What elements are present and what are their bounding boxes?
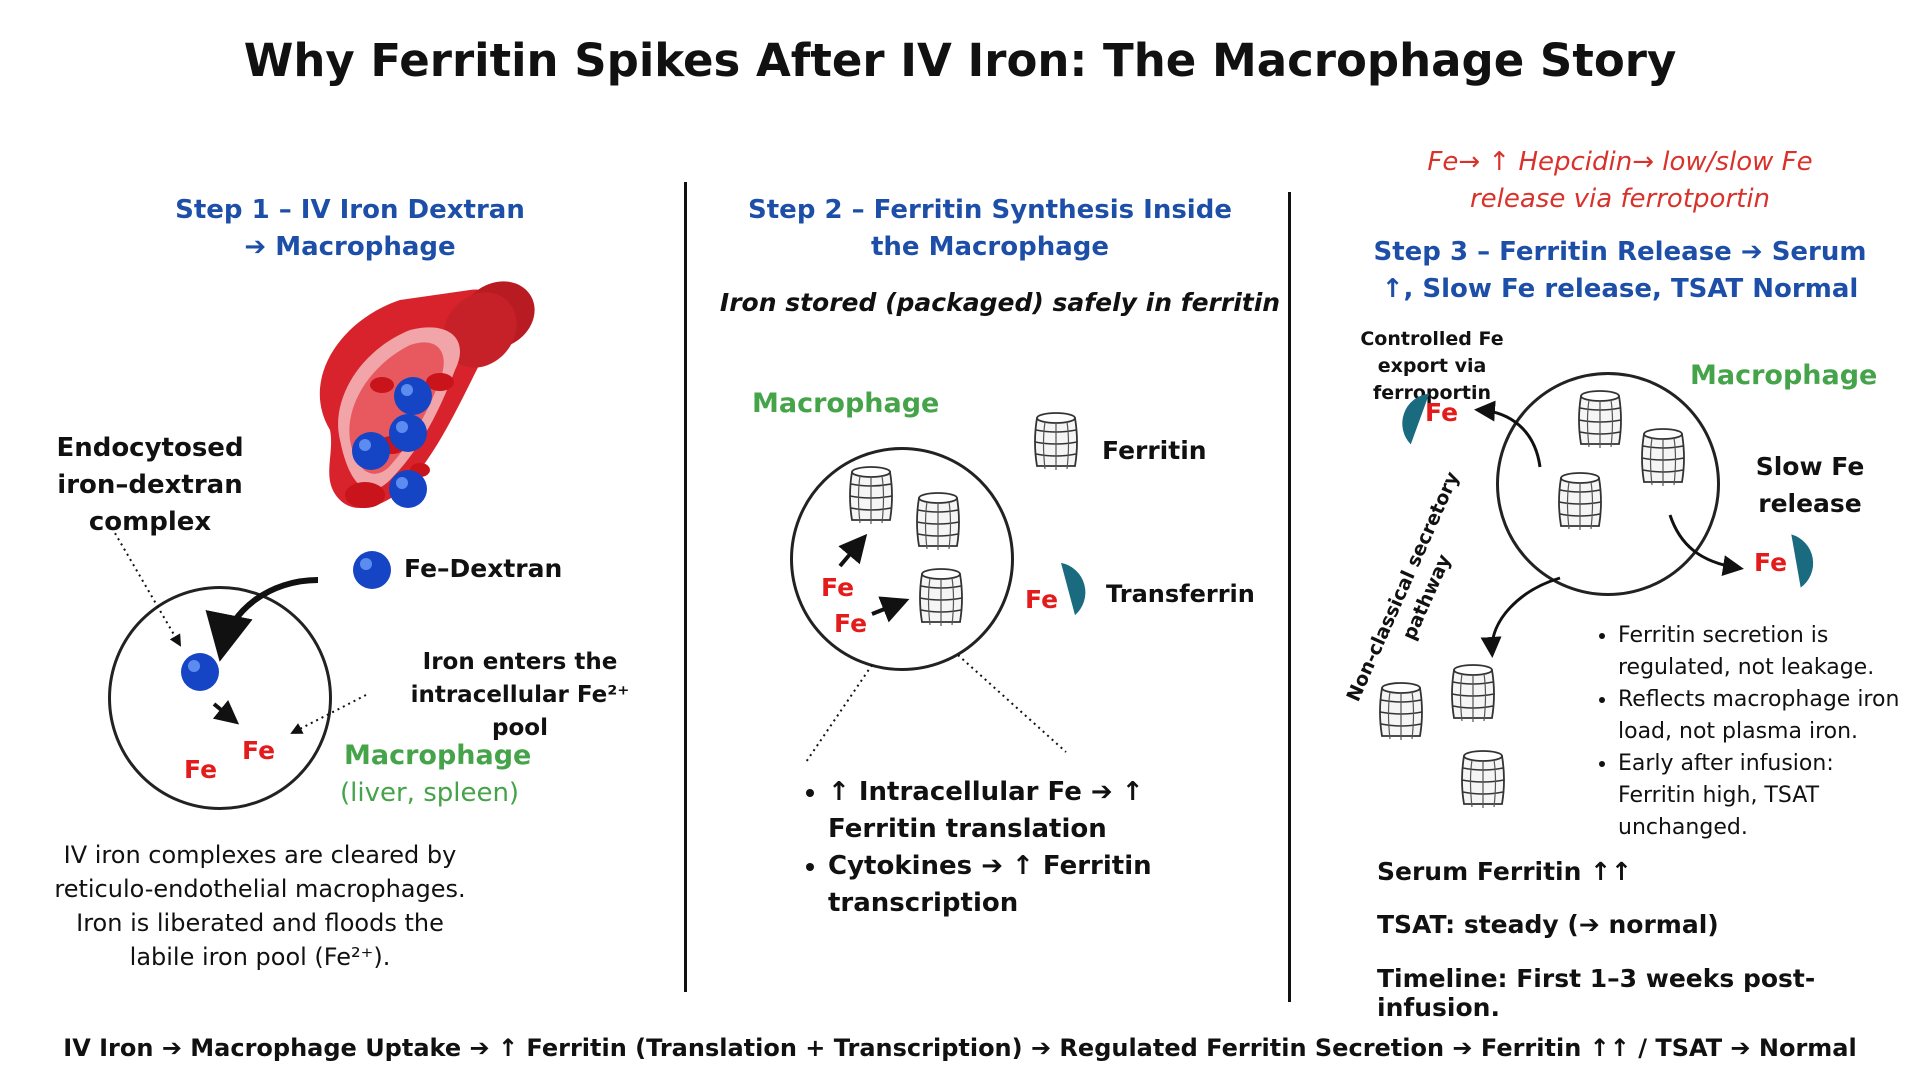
transferrin-icon [1061, 562, 1086, 616]
secretion-arrow [1480, 576, 1561, 658]
step3-heading: Step 3 – Ferritin Release ➔ Serum ↑, Slo… [1373, 237, 1867, 304]
step1-heading: Step 1 – IV Iron Dextran ➔ Macrophage [175, 195, 525, 262]
macrophage-cell-step1 [108, 586, 332, 810]
macrophage-label-step2: Macrophage [752, 388, 940, 419]
ferritin-barrel [1641, 428, 1685, 487]
macrophage-cell-step3 [1496, 372, 1720, 596]
iron-enters-pointer [290, 694, 367, 734]
ferritin-barrel [1578, 390, 1622, 449]
uptake-arrow [205, 577, 319, 662]
endocytosed-label: Endocytosed iron–dextran complex [56, 433, 244, 537]
internalized-particle-icon [181, 653, 219, 691]
fe-to-ferritin-arrow-1 [838, 533, 868, 568]
iron-enters-label: Iron enters the intracellular Fe²⁺ pool [410, 649, 630, 741]
slow-release-arrow [1668, 514, 1744, 577]
step2-bullets: ↑ Intracellular Fe ➔ ↑ Ferritin translat… [800, 774, 1188, 922]
secreted-ferritin-barrel [1379, 682, 1423, 741]
step3-bullet: Reflects macrophage iron load, not plasm… [1618, 684, 1918, 748]
timeline-summary: Timeline: First 1–3 weeks post-infusion. [1377, 964, 1816, 1022]
fe-transferrin: Fe [1025, 585, 1059, 614]
endocytosed-pointer [111, 527, 182, 647]
fe-to-ferritin-arrow-2 [871, 596, 910, 623]
step2-heading: Step 2 – Ferritin Synthesis Inside the M… [748, 195, 1232, 262]
step3-bullet: Ferritin secretion is regulated, not lea… [1618, 620, 1918, 684]
secreted-ferritin-barrel [1461, 750, 1505, 809]
macrophage-sub-step1: (liver, spleen) [340, 778, 520, 808]
page-title: Why Ferritin Spikes After IV Iron: The M… [243, 34, 1677, 87]
slow-release-label: Slow Fe release [1755, 452, 1865, 518]
zoom-line-right [957, 654, 1067, 753]
fe-ion-1: Fe [184, 755, 218, 784]
secreted-ferritin-barrel [1451, 664, 1495, 723]
hepcidin-note: Fe→ ↑ Hepcidin→ low/slow Fe release via … [1427, 147, 1813, 214]
tsat-summary: TSAT: steady (➔ normal) [1377, 910, 1719, 939]
divider-left [684, 182, 687, 992]
fe-dextran-label: Fe–Dextran [404, 554, 563, 583]
fe-export: Fe [1425, 398, 1459, 427]
zoom-line-left [805, 664, 873, 763]
macrophage-label-step3: Macrophage [1690, 360, 1878, 391]
fe-dextran-icon [353, 551, 391, 589]
ferritin-barrel [1558, 472, 1602, 531]
macrophage-label-step1: Macrophage [344, 740, 532, 771]
serum-ferritin-summary: Serum Ferritin ↑↑ [1377, 857, 1633, 886]
fe-slow: Fe [1754, 548, 1788, 577]
step2-subheading: Iron stored (packaged) safely in ferriti… [719, 288, 1281, 317]
step3-bullets: Ferritin secretion is regulated, not lea… [1590, 620, 1918, 844]
step3-bullet: Early after infusion: Ferritin high, TSA… [1618, 748, 1918, 844]
fe-ion-2: Fe [242, 736, 276, 765]
step1-description: IV iron complexes are cleared by reticul… [54, 841, 466, 971]
fe-inside-1: Fe [821, 573, 855, 602]
transferrin-export-icon [1402, 393, 1430, 445]
export-arrow [1474, 400, 1542, 468]
fe-inside-2: Fe [834, 609, 868, 638]
ferritin-legend-label: Ferritin [1102, 436, 1207, 465]
footer-summary: IV Iron ➔ Macrophage Uptake ➔ ↑ Ferritin… [63, 1034, 1857, 1062]
controlled-export-label: Controlled Fe export via ferroportin [1360, 328, 1504, 404]
step2-bullet: ↑ Intracellular Fe ➔ ↑ Ferritin translat… [828, 774, 1188, 848]
step2-bullet: Cytokines ➔ ↑ Ferritin transcription [828, 848, 1188, 922]
particle-to-fe-arrow [212, 700, 240, 725]
iron-dextran-particles [352, 377, 432, 508]
macrophage-cell-step2 [790, 447, 1014, 671]
transferrin-label: Transferrin [1106, 580, 1255, 608]
divider-right [1288, 192, 1291, 1002]
transferrin-slow-icon [1791, 534, 1814, 588]
